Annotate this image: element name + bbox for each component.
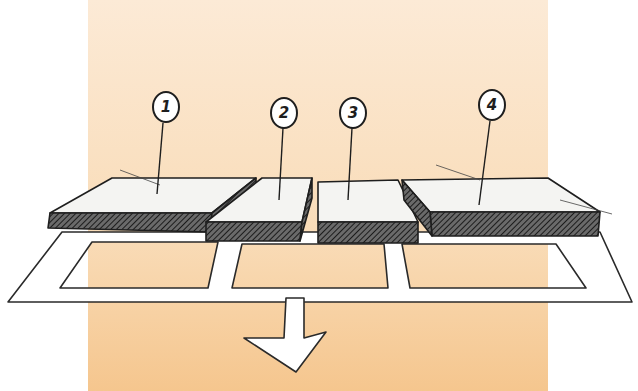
callout-number: 2 [270,99,298,127]
callout-number: 1 [152,93,180,121]
slab [206,178,312,241]
callout-number: 4 [478,91,506,119]
down-arrow [244,298,326,372]
callout-number: 3 [339,99,367,127]
callout-circles [153,90,505,128]
callout-pins [157,121,490,205]
sketch-lines [120,165,612,214]
slab [402,178,600,236]
